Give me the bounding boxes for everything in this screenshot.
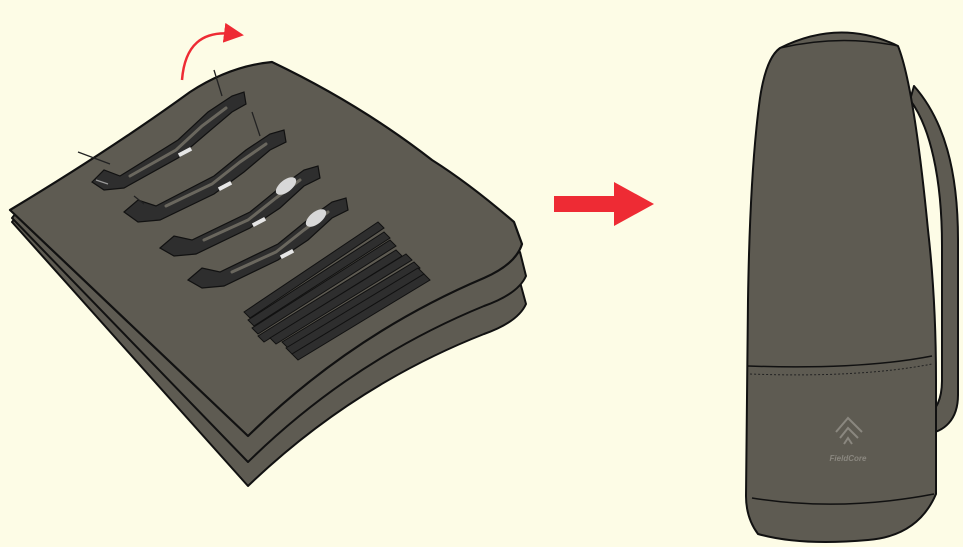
carry-bag: FieldCore bbox=[746, 32, 958, 542]
right-arrow-icon bbox=[554, 182, 654, 226]
bag-body bbox=[746, 32, 936, 542]
bag-brand-label: FieldCore bbox=[830, 454, 867, 463]
folded-mat-stack bbox=[10, 62, 526, 486]
mat-layer-top bbox=[10, 62, 522, 436]
